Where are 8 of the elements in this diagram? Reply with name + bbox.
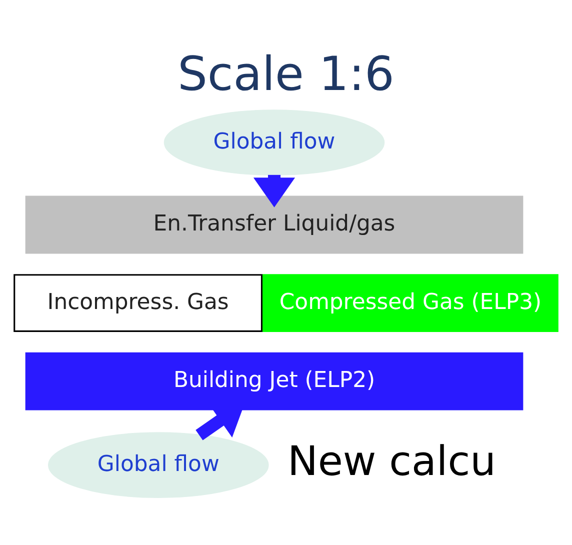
- node-ellipse: Global flow: [164, 110, 385, 176]
- node-box: Building Jet (ELP2): [25, 352, 524, 410]
- node-box: Compressed Gas (ELP3): [262, 274, 558, 332]
- diagram-title: Scale 1:6: [178, 47, 394, 102]
- node-box: Incompress. Gas: [14, 274, 263, 332]
- node-box: En.Transfer Liquid/gas: [25, 196, 524, 254]
- label: New calcu: [287, 436, 496, 485]
- node-ellipse: Global flow: [48, 432, 269, 498]
